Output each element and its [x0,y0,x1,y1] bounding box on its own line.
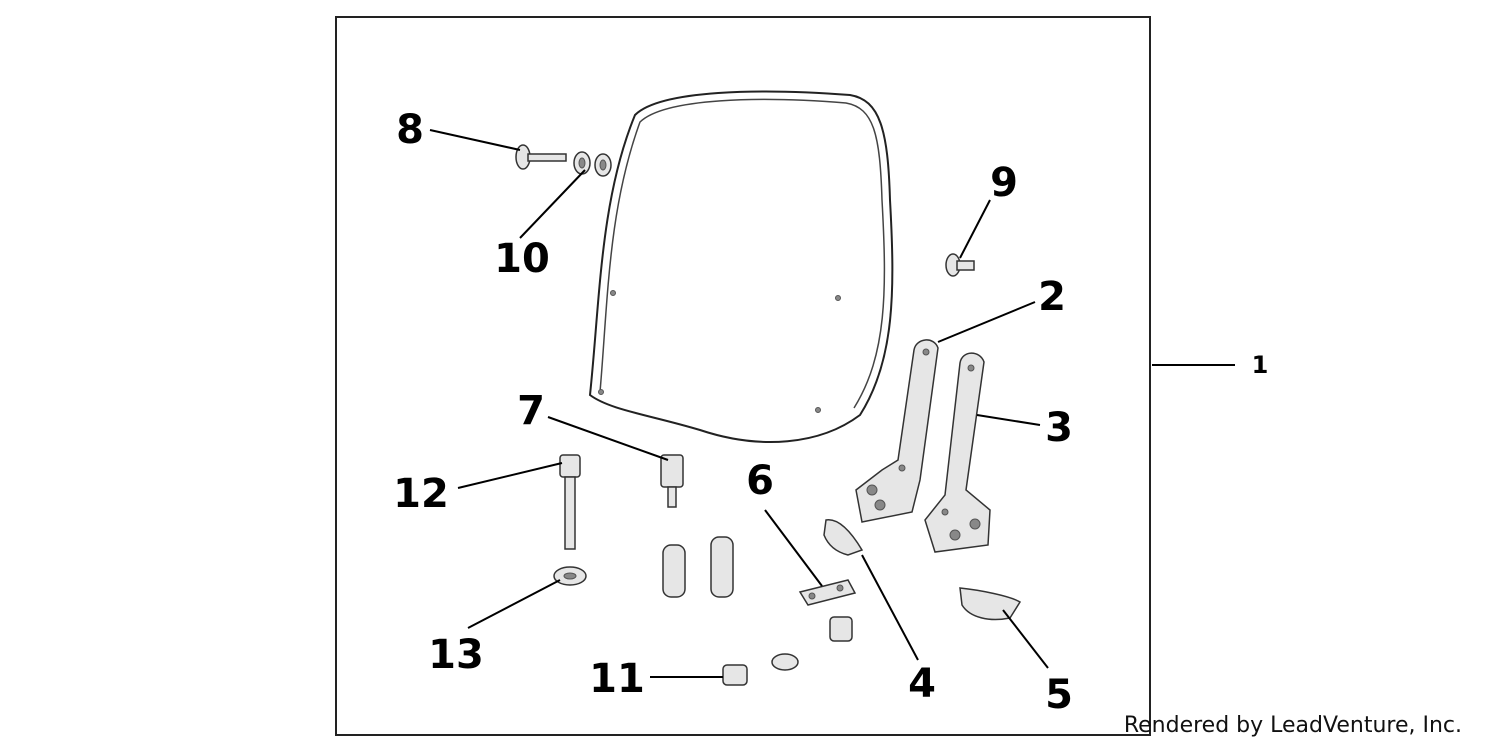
callout-5: 5 [1045,672,1073,718]
callout-4: 4 [908,661,936,707]
callout-7: 7 [517,388,545,434]
callout-2: 2 [1038,274,1066,320]
leader-5 [1002,609,1049,669]
plate-part-6 [798,579,857,606]
callout-11: 11 [589,656,645,702]
callout-13: 13 [428,632,484,678]
callout-1: 1 [1252,351,1269,379]
bolt-part-9 [945,253,975,277]
nut-part-11 [722,653,799,686]
bracket-part-2 [855,339,939,523]
windscreen-part [588,90,894,443]
collar-parts [662,536,734,598]
spacer-part-7 [660,454,684,508]
callout-12: 12 [393,471,449,517]
callout-6: 6 [746,458,774,504]
leader-12 [457,462,563,489]
diagram-frame [335,16,1151,736]
bracket-part-3 [924,352,991,553]
leader-10 [519,169,586,239]
callout-8: 8 [396,107,424,153]
render-credit: Rendered by LeadVenture, Inc. [1124,713,1462,738]
leader-2 [937,301,1036,343]
leader-7 [547,416,669,461]
leader-6 [764,509,823,587]
cover-part-5 [959,587,1022,621]
leader-9 [959,199,991,259]
callout-10: 10 [494,236,550,282]
leader-lines [429,129,1235,678]
leader-8 [429,129,521,151]
leader-4 [861,554,919,661]
bolt-part-8 [515,144,567,170]
callout-9: 9 [990,160,1018,206]
leader-13 [467,579,561,629]
bushing-part [829,616,853,642]
callout-3: 3 [1045,405,1073,451]
long-bolt-part-12 [559,454,581,550]
cover-part-4 [823,519,864,556]
washer-part-10 [573,151,612,177]
leader-3 [976,414,1041,426]
washer-part-13 [553,566,587,586]
